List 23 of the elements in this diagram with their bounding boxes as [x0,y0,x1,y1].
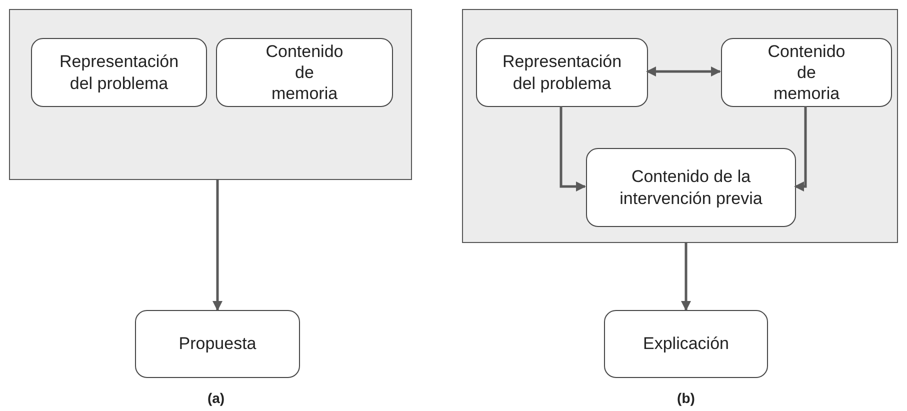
arrow [646,66,721,76]
node-label: Contenido de memoria [766,40,846,104]
rounded-box [721,38,892,107]
node-label: Representación del problema [501,51,623,94]
node-label: Propuesta [178,333,258,355]
rounded-box [604,310,768,378]
rounded-box [135,310,300,378]
rounded-box [216,38,393,107]
node-label: Contenido de la intervención previa [618,166,764,209]
node-label: Contenido de memoria [264,40,344,104]
arrow [212,180,222,311]
arrow [560,106,586,192]
rounded-box [31,38,207,107]
panel-caption: (b) [677,390,695,406]
arrow [794,106,807,192]
arrow [681,243,691,311]
node-label: Explicación [642,333,730,355]
panel-caption: (a) [207,390,225,406]
panel-background [462,9,898,243]
node-label: Representación del problema [58,51,180,94]
panel-background [9,9,412,180]
rounded-box [476,38,648,107]
rounded-box [586,148,796,227]
